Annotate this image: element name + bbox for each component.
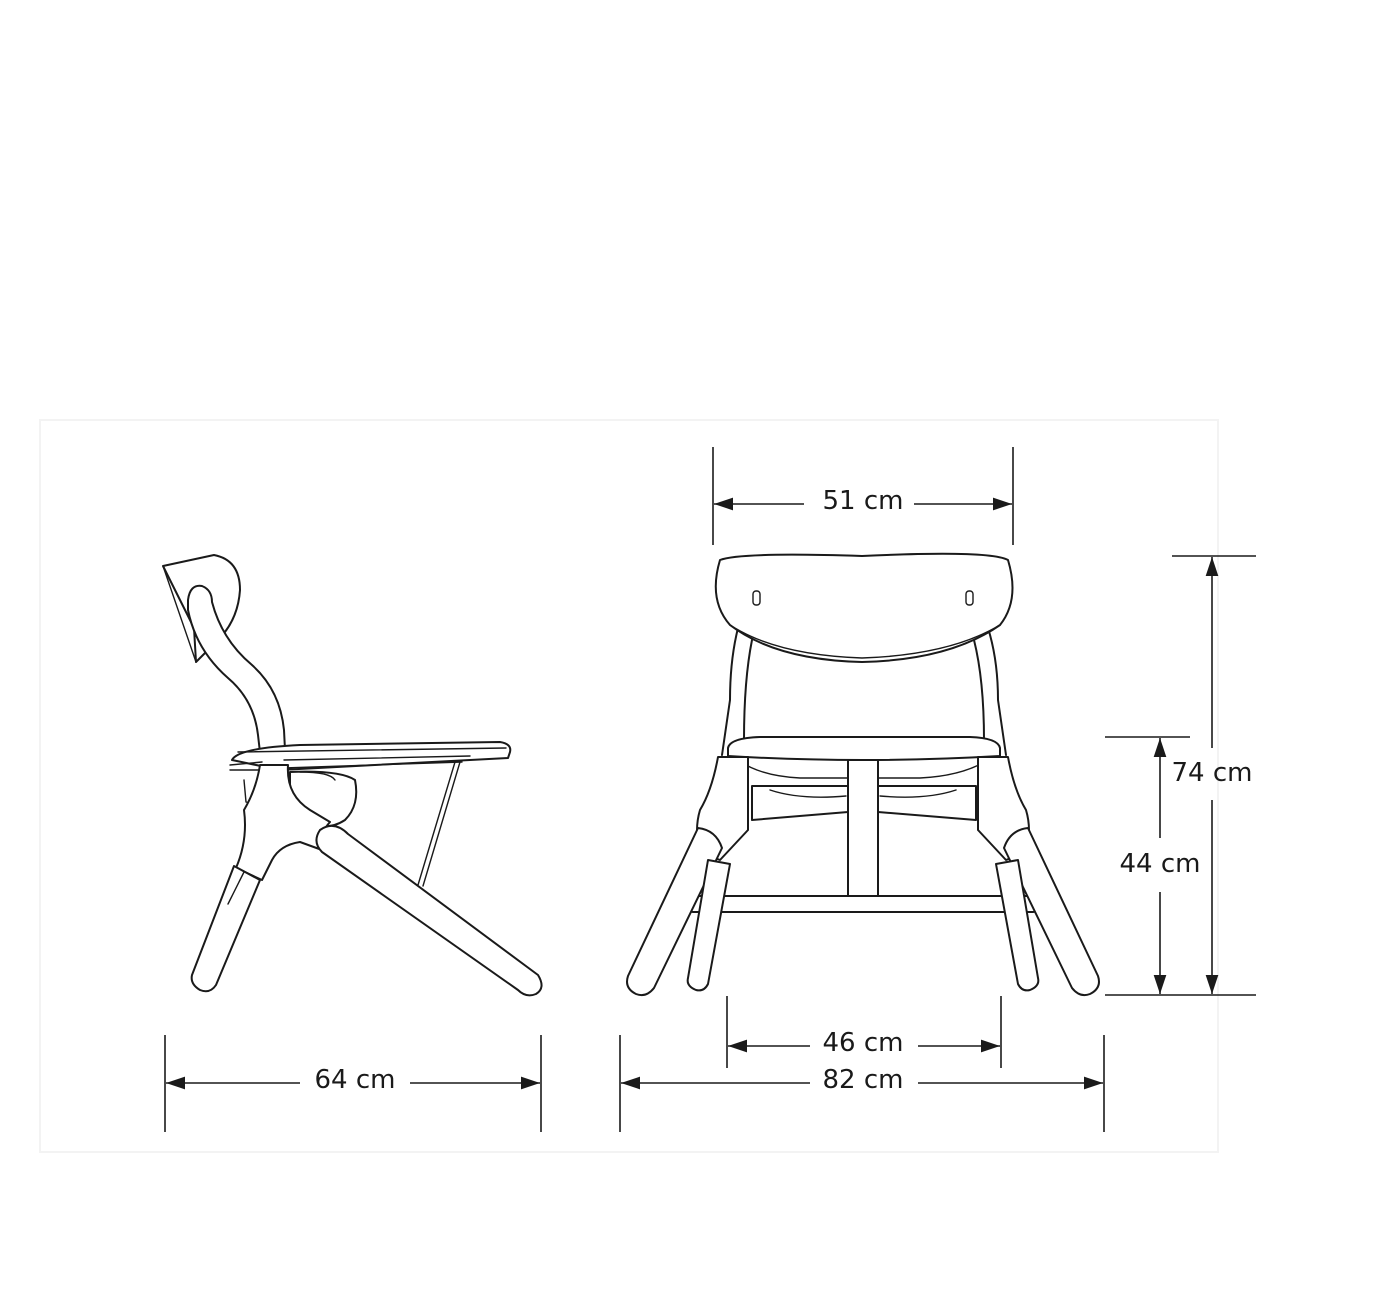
label-64cm: 64 cm — [315, 1065, 396, 1095]
label-51cm: 51 cm — [823, 486, 904, 516]
dimension-inner-width: 46 cm — [726, 996, 1002, 1068]
chair-side-view — [162, 554, 543, 997]
label-46cm: 46 cm — [823, 1028, 904, 1058]
dimension-seat-height: 44 cm — [1105, 736, 1201, 994]
label-82cm: 82 cm — [823, 1065, 904, 1095]
label-74cm: 74 cm — [1172, 758, 1253, 788]
dimension-back-width: 51 cm — [712, 447, 1014, 545]
dimension-side-depth: 64 cm — [164, 1035, 542, 1132]
dimension-outer-width: 82 cm — [619, 1035, 1105, 1132]
dimension-total-height: 74 cm — [1105, 555, 1256, 996]
drawing-frame — [39, 419, 1219, 1153]
chair-front-view — [626, 552, 1100, 997]
label-44cm: 44 cm — [1120, 849, 1201, 879]
